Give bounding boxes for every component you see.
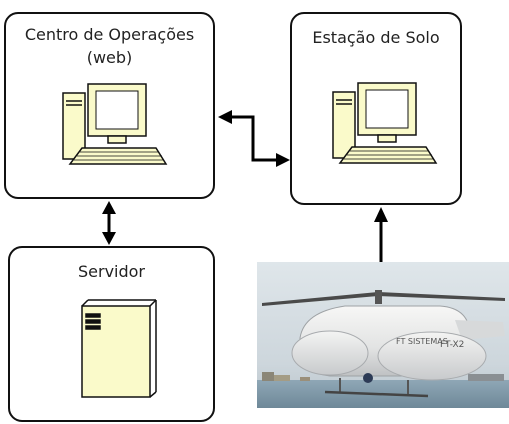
- ground-station-title: Estação de Solo: [312, 28, 440, 47]
- operations-center-title: Centro de Operações: [24, 25, 195, 44]
- server-title: Servidor: [77, 262, 145, 281]
- server-tower-icon: [81, 299, 157, 398]
- operations-center-subtitle: (web): [86, 48, 133, 67]
- uplink-arrow: [374, 207, 388, 262]
- desktop-computer-icon: [62, 83, 168, 165]
- bidirectional-elbow-arrow: [218, 110, 290, 167]
- operations-center-node: Centro de Operações (web): [4, 12, 215, 199]
- bidirectional-vertical-arrow: [102, 201, 116, 245]
- fuselage-text: FT SISTEMAS: [396, 337, 448, 346]
- desktop-computer-icon: [332, 82, 438, 164]
- drone-nameplate: FT-X2: [440, 340, 464, 350]
- drone-helicopter-photo: FT SISTEMAS FT-X2: [257, 262, 509, 408]
